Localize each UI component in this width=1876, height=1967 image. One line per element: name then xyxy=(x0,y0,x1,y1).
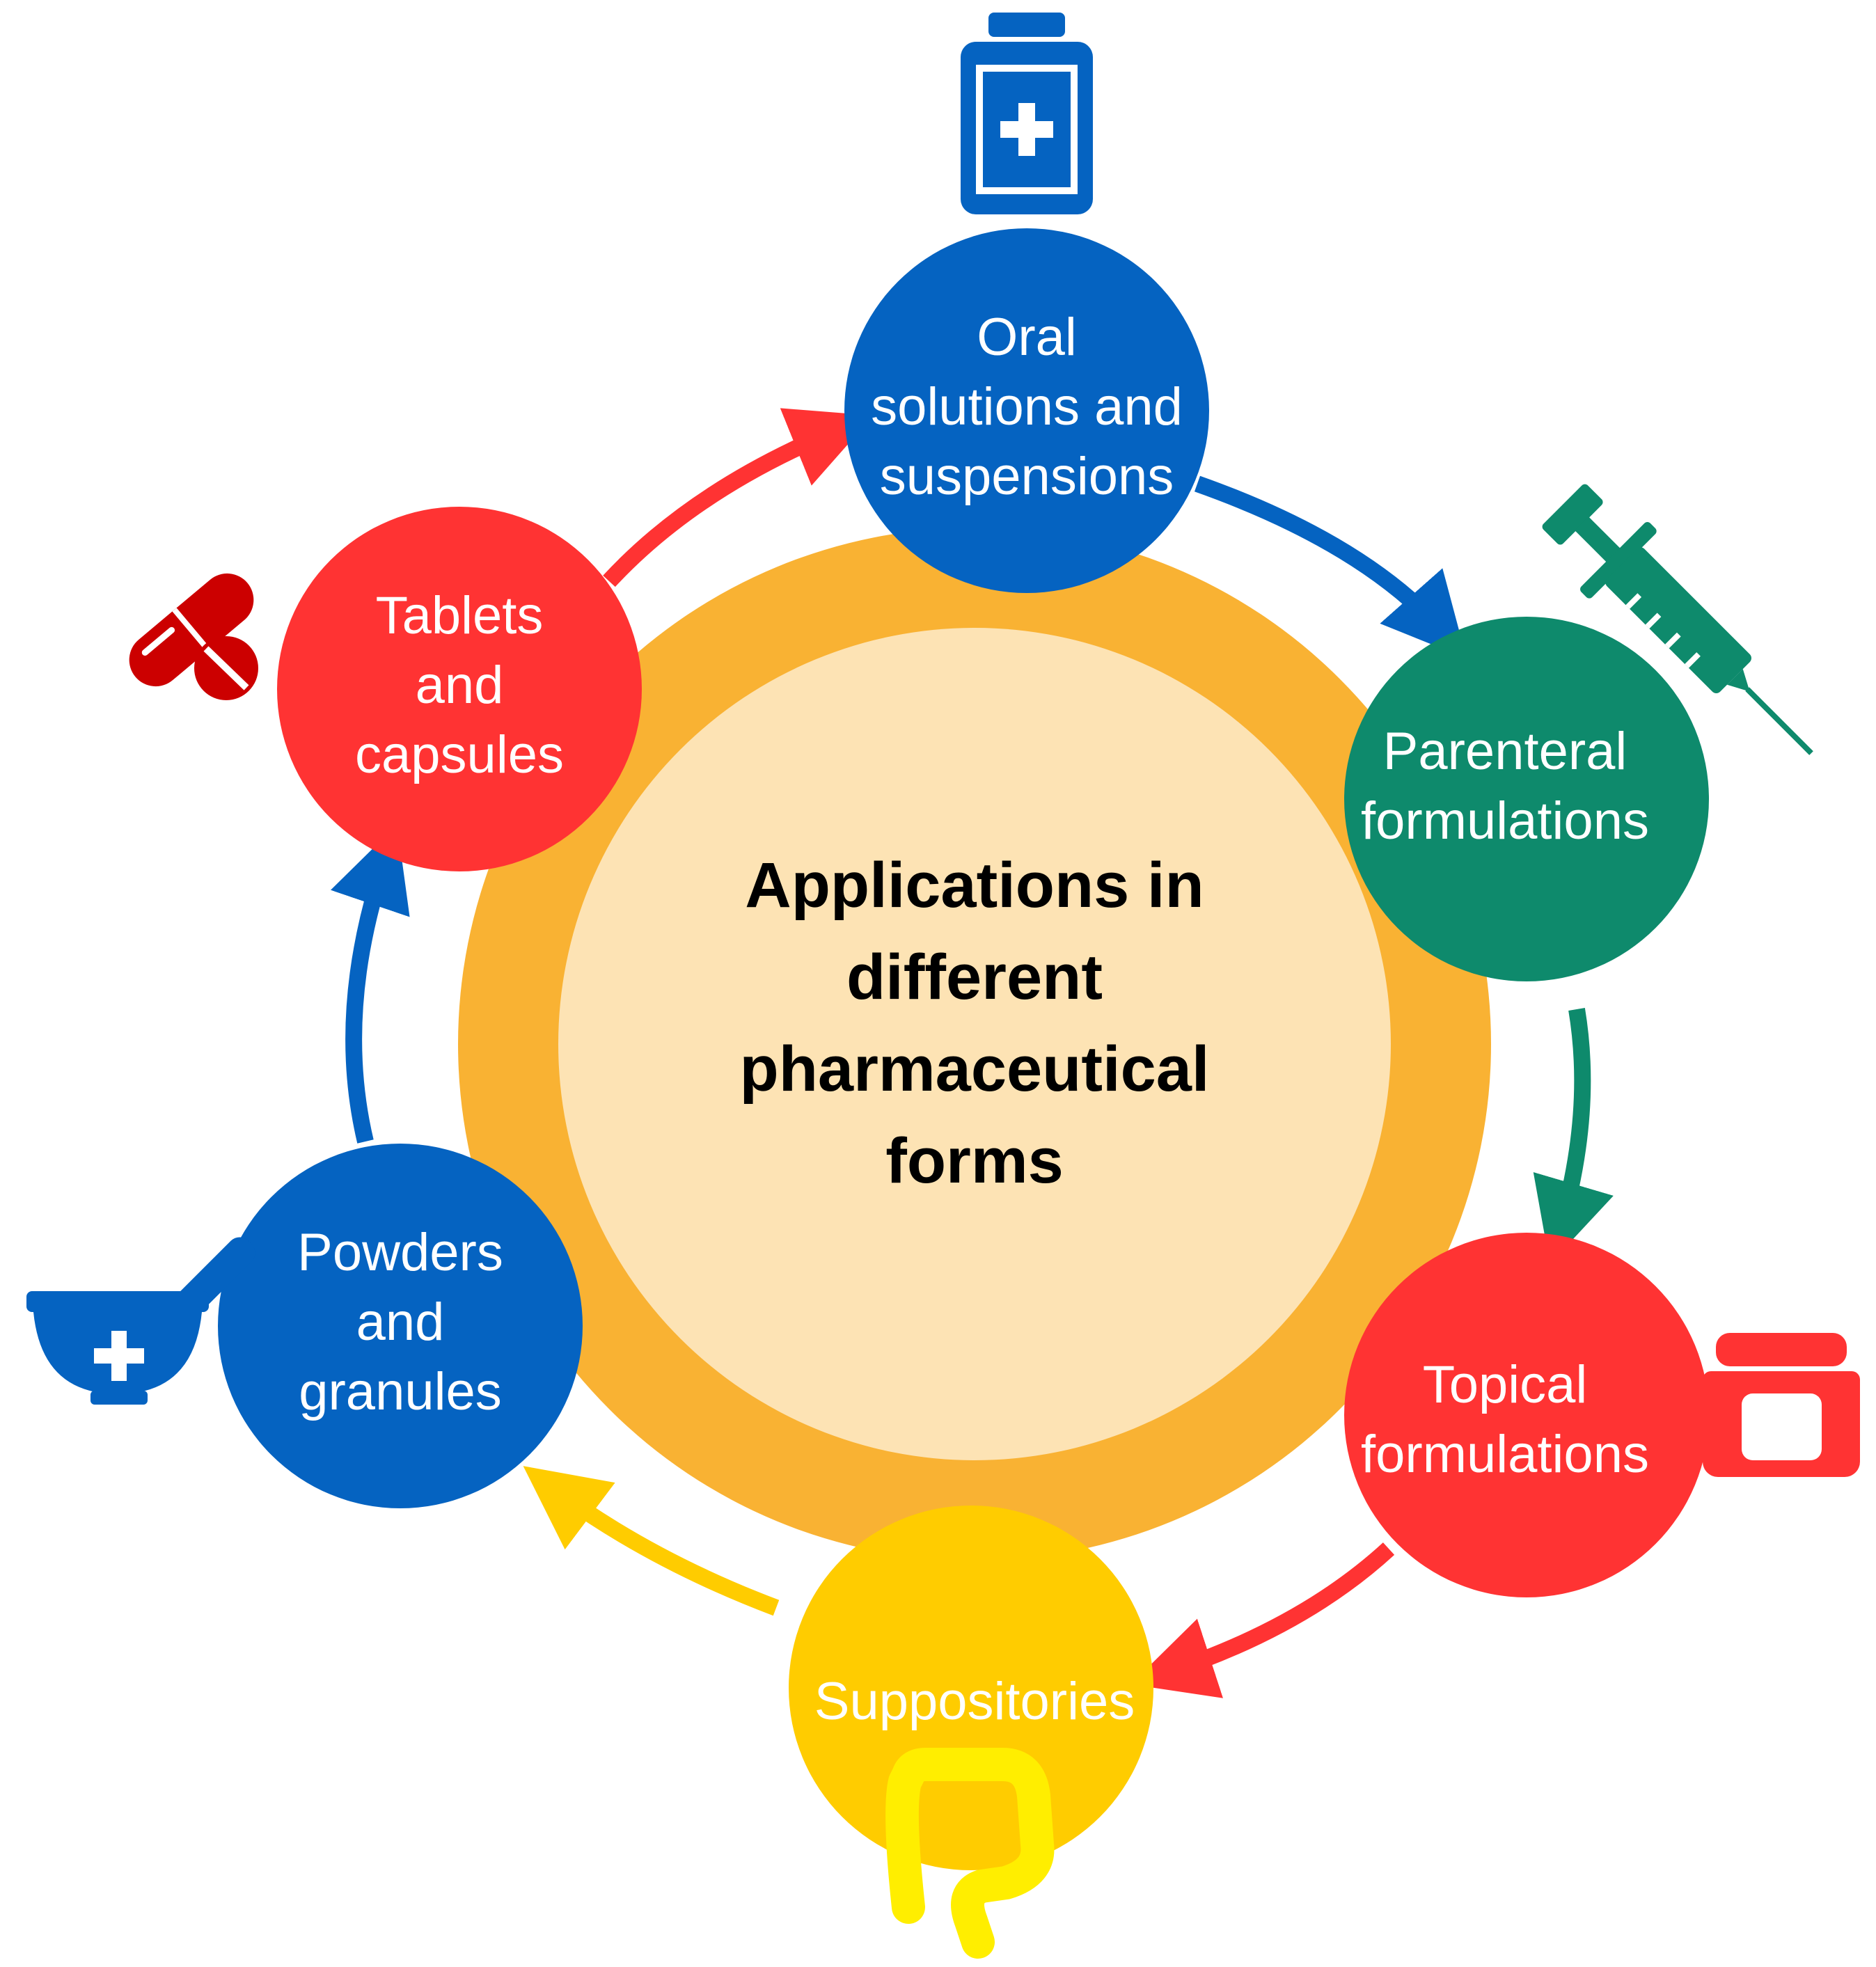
node-circle-oral xyxy=(844,228,1209,593)
medicine-bottle-icon xyxy=(961,13,1093,214)
intestine-icon xyxy=(885,1748,1055,1959)
node-circle-topical xyxy=(1344,1233,1709,1597)
center-inner-disc xyxy=(558,628,1391,1460)
arrow-topical-to-suppositories xyxy=(1130,1542,1395,1698)
node-label-tablets: Tablets and capsules xyxy=(355,586,564,784)
ointment-jar-icon xyxy=(1703,1333,1860,1477)
node-circle-tablets xyxy=(277,507,642,871)
node-label-suppositories: Suppositories xyxy=(814,1672,1135,1731)
node-circle-parenteral xyxy=(1344,617,1709,981)
node-label-parenteral: Parenteral formulations xyxy=(1361,722,1649,851)
node-circle-suppositories xyxy=(789,1506,1153,1870)
pills-icon xyxy=(129,573,258,700)
syringe-icon xyxy=(1542,484,1813,755)
node-circle-powders xyxy=(218,1144,583,1508)
arrow-tablets-to-oral xyxy=(603,408,874,587)
center-title: Applications in different pharmaceutical… xyxy=(739,850,1210,1196)
arrow-oral-to-parenteral xyxy=(1194,475,1467,658)
mortar-pestle-icon xyxy=(26,1237,255,1405)
arrow-suppositories-to-powders xyxy=(523,1466,780,1616)
node-label-oral: Oral solutions and suspensions xyxy=(871,308,1183,506)
arrow-parenteral-to-topical xyxy=(1533,1008,1614,1265)
node-label-powders: Powders and granules xyxy=(297,1223,503,1421)
arrow-powders-to-tablets xyxy=(330,824,410,1144)
node-label-topical: Topical formulations xyxy=(1361,1355,1649,1484)
